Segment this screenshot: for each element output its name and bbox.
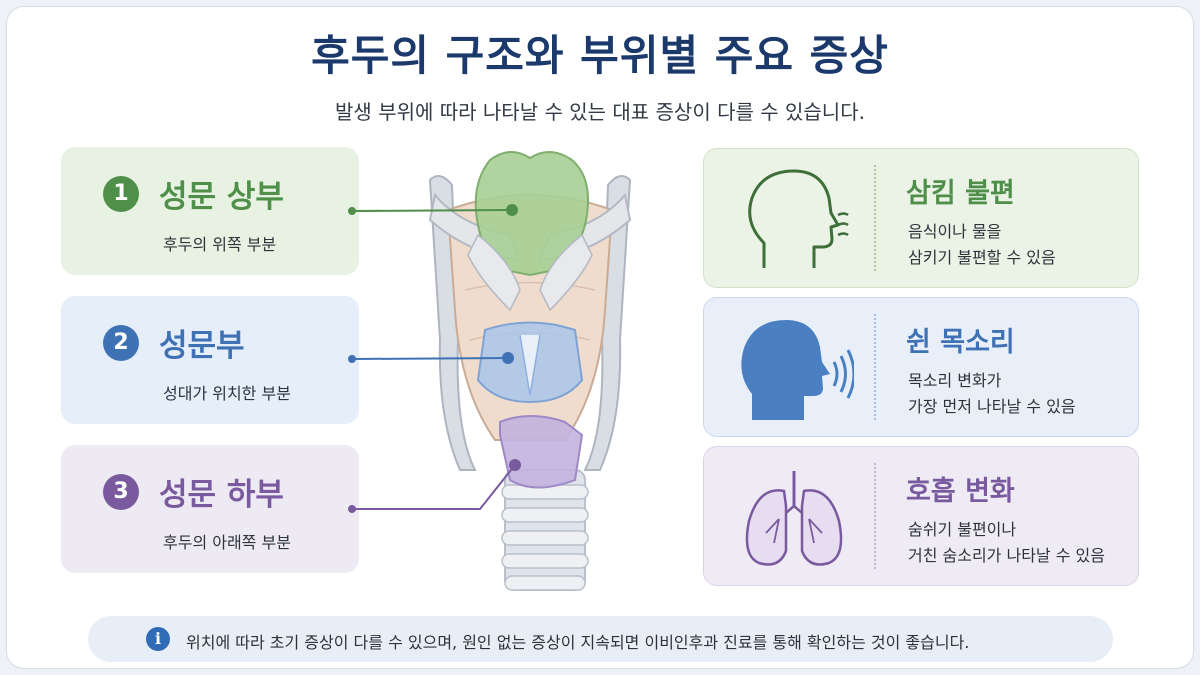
symptom-description: 숨쉬기 불편이나 거친 숨소리가 나타날 수 있음 (908, 517, 1105, 569)
symptom-title: 호흡 변화 (906, 476, 1015, 507)
symptom-description: 목소리 변화가 가장 먼저 나타날 수 있음 (908, 368, 1076, 420)
region-name: 성문 하부 (159, 477, 284, 513)
region-card-subglottis: 3 성문 하부 후두의 아래쪽 부분 (61, 445, 359, 573)
info-note-text: 위치에 따라 초기 증상이 다를 수 있으며, 원인 없는 증상이 지속되면 이… (186, 633, 970, 652)
symptom-card-breathing: 호흡 변화 숨쉬기 불편이나 거친 숨소리가 나타날 수 있음 (703, 446, 1139, 586)
symptom-title: 쉰 목소리 (906, 327, 1015, 358)
symptom-card-hoarseness: 쉰 목소리 목소리 변화가 가장 먼저 나타날 수 있음 (703, 297, 1139, 437)
symptom-divider (874, 314, 876, 420)
supraglottis-marker (506, 204, 518, 216)
symptom-divider (874, 165, 876, 271)
symptom-description-line: 가장 먼저 나타날 수 있음 (908, 397, 1076, 416)
info-note-bar: i 위치에 따라 초기 증상이 다를 수 있으며, 원인 없는 증상이 지속되면… (88, 616, 1113, 662)
info-icon: i (146, 627, 170, 651)
region-number-badge: 3 (103, 474, 139, 510)
glottis-marker (502, 352, 514, 364)
page-title: 후두의 구조와 부위별 주요 증상 (311, 31, 889, 80)
lungs-icon (745, 471, 843, 566)
symptom-description-line: 거친 숨소리가 나타날 수 있음 (908, 546, 1105, 565)
symptom-description-line: 삼키기 불편할 수 있음 (908, 248, 1056, 267)
symptom-description-line: 숨쉬기 불편이나 (908, 520, 1017, 539)
subglottis-marker (509, 459, 521, 471)
region-card-supraglottis: 1 성문 상부 후두의 위쪽 부분 (61, 147, 359, 275)
symptom-divider (874, 463, 876, 569)
region-description: 후두의 아래쪽 부분 (163, 533, 291, 552)
symptom-title: 삼킴 불편 (906, 178, 1015, 209)
symptom-description-line: 목소리 변화가 (908, 371, 1002, 390)
larynx-illustration (428, 151, 632, 591)
region-description: 후두의 위쪽 부분 (163, 235, 277, 254)
region-name: 성문 상부 (159, 179, 284, 215)
page-subtitle: 발생 부위에 따라 나타날 수 있는 대표 증상이 다를 수 있습니다. (335, 100, 865, 124)
symptom-description: 음식이나 물을 삼키기 불편할 수 있음 (908, 219, 1056, 271)
region-number-badge: 2 (103, 325, 139, 361)
speaking-head-icon (741, 320, 854, 420)
region-description: 성대가 위치한 부분 (163, 384, 291, 403)
trachea (501, 469, 589, 591)
symptom-description-line: 음식이나 물을 (908, 222, 1002, 241)
subglottis-region (499, 415, 584, 489)
region-card-glottis: 2 성문부 성대가 위치한 부분 (61, 296, 359, 424)
region-name: 성문부 (159, 328, 245, 364)
supraglottis-region (474, 151, 589, 277)
swallowing-head-icon (748, 169, 849, 268)
region-number-badge: 1 (103, 176, 139, 212)
symptom-card-swallowing: 삼킴 불편 음식이나 물을 삼키기 불편할 수 있음 (703, 148, 1139, 288)
